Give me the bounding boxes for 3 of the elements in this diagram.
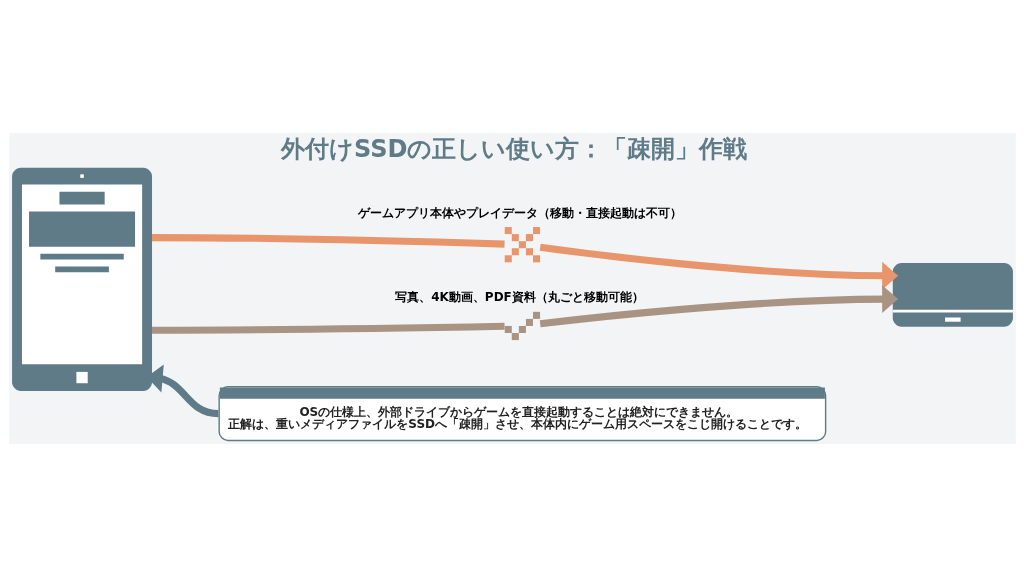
edge-label: 写真、4K動画、PDF資料（丸ごと移動可能） [394, 289, 644, 304]
edge-label: ゲームアプリ本体やプレイデータ（移動・直接起動は不可） [357, 205, 682, 220]
diagram-title: 外付けSSDの正しい使い方：「疎開」作戦 [280, 134, 747, 163]
